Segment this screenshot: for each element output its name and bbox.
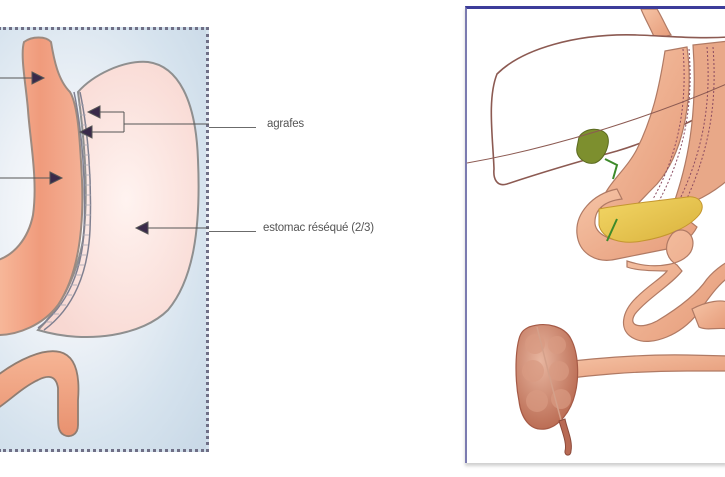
arrow-head-icon	[31, 71, 46, 85]
esophagus	[640, 9, 672, 40]
arrow-head-icon	[134, 221, 149, 235]
gallbladder	[576, 128, 609, 164]
arrow-head-icon	[49, 171, 64, 185]
intestine-loop	[691, 300, 725, 330]
digestive-anatomy-illustration	[467, 9, 725, 456]
staple-rows	[652, 46, 715, 208]
small-intestine	[623, 229, 725, 342]
staples-label: agrafes	[267, 118, 304, 130]
duodenum	[0, 350, 80, 438]
arrow-head-icon	[86, 105, 101, 119]
sleeve-gastrectomy-illustration	[0, 36, 209, 438]
pancreatic-duct	[606, 218, 618, 242]
appendix	[558, 418, 572, 456]
ligament-line	[467, 84, 725, 164]
staple-line	[37, 91, 92, 331]
annotation-arrows	[0, 71, 209, 235]
resected-leader-line	[209, 231, 256, 232]
bile-duct	[604, 158, 619, 180]
digestive-anatomy-figure	[465, 6, 725, 463]
cecum	[515, 324, 579, 430]
resected-stomach-label: estomac réséqué (2/3)	[263, 222, 374, 234]
ileum	[546, 354, 725, 382]
sleeve-gastrectomy-figure	[0, 27, 209, 452]
staples-leader-line	[209, 127, 256, 128]
arrow-head-icon	[78, 125, 93, 139]
gastric-sleeve	[0, 36, 84, 336]
